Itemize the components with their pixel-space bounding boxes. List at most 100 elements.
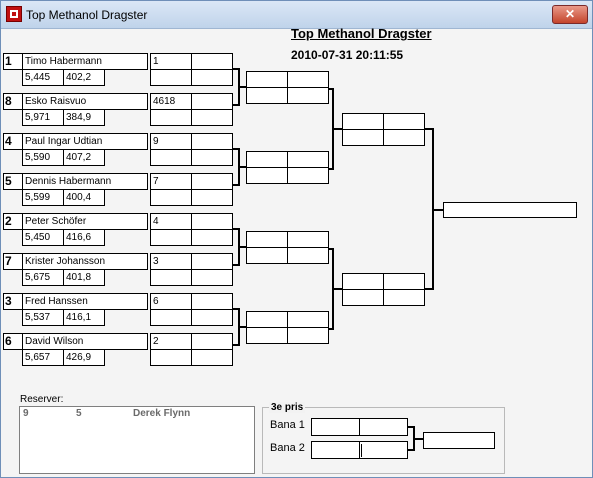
time-input-b[interactable] <box>191 309 233 326</box>
time-input-b[interactable] <box>191 189 233 206</box>
semifinal-box[interactable] <box>342 273 384 290</box>
lane-input-b[interactable] <box>150 229 192 246</box>
third-lane2-a[interactable] <box>311 441 360 459</box>
lane-input[interactable]: 4618 <box>150 93 192 110</box>
round2-box[interactable] <box>246 311 288 328</box>
lane-input[interactable]: 7 <box>150 173 192 190</box>
lane-input-b[interactable] <box>150 149 192 166</box>
racer-et-field[interactable]: 5,445 <box>22 69 64 86</box>
racer-speed-field[interactable]: 400,4 <box>63 189 105 206</box>
time-input[interactable] <box>191 253 233 270</box>
semifinal-box[interactable] <box>383 129 425 146</box>
time-input-b[interactable] <box>191 349 233 366</box>
time-input-b[interactable] <box>191 269 233 286</box>
lane-input[interactable]: 4 <box>150 213 192 230</box>
round2-box[interactable] <box>287 311 329 328</box>
racer-et-field[interactable]: 5,590 <box>22 149 64 166</box>
third-lane2-b[interactable] <box>359 441 408 459</box>
time-input-b[interactable] <box>191 229 233 246</box>
round2-box[interactable] <box>246 71 288 88</box>
close-button[interactable]: ✕ <box>552 5 588 24</box>
round2-box[interactable] <box>287 87 329 104</box>
racer-name-field[interactable]: Dennis Habermann <box>22 173 148 190</box>
lane-input-b[interactable] <box>150 309 192 326</box>
round2-box[interactable] <box>246 87 288 104</box>
round2-box[interactable] <box>287 151 329 168</box>
time-input[interactable] <box>191 53 233 70</box>
racer-et-field[interactable]: 5,599 <box>22 189 64 206</box>
seed-number: 4 <box>3 133 23 150</box>
title-bar[interactable]: Top Methanol Dragster ✕ <box>1 1 592 29</box>
seed-number: 6 <box>3 333 23 350</box>
round2-box[interactable] <box>246 151 288 168</box>
racer-speed-field[interactable]: 416,6 <box>63 229 105 246</box>
racer-name-field[interactable]: Peter Schöfer <box>22 213 148 230</box>
round2-box[interactable] <box>287 71 329 88</box>
semifinal-box[interactable] <box>383 273 425 290</box>
reserves-label: Reserver: <box>20 394 64 405</box>
round2-box[interactable] <box>287 167 329 184</box>
final-winner-field[interactable] <box>443 202 577 218</box>
lane-input-b[interactable] <box>150 109 192 126</box>
racer-speed-field[interactable]: 407,2 <box>63 149 105 166</box>
racer-name-field[interactable]: Timo Habermann <box>22 53 148 70</box>
reserve-lane: 5 <box>76 408 82 419</box>
round2-box[interactable] <box>287 231 329 248</box>
lane-input-b[interactable] <box>150 189 192 206</box>
racer-name-field[interactable]: David Wilson <box>22 333 148 350</box>
app-flag-icon[interactable] <box>6 6 22 22</box>
racer-et-field[interactable]: 5,657 <box>22 349 64 366</box>
connector <box>425 128 433 130</box>
semifinal-box[interactable] <box>342 289 384 306</box>
time-input[interactable] <box>191 93 233 110</box>
semifinal-box[interactable] <box>342 113 384 130</box>
third-place-legend: 3e pris <box>269 402 306 413</box>
racer-speed-field[interactable]: 416,1 <box>63 309 105 326</box>
racer-name-field[interactable]: Krister Johansson <box>22 253 148 270</box>
racer-name-field[interactable]: Esko Raisvuo <box>22 93 148 110</box>
racer-speed-field[interactable]: 426,9 <box>63 349 105 366</box>
racer-et-field[interactable]: 5,675 <box>22 269 64 286</box>
connector <box>408 449 414 451</box>
racer-name-field[interactable]: Paul Ingar Udtian <box>22 133 148 150</box>
lane-input[interactable]: 9 <box>150 133 192 150</box>
semifinal-box[interactable] <box>342 129 384 146</box>
round2-box[interactable] <box>287 247 329 264</box>
racer-speed-field[interactable]: 384,9 <box>63 109 105 126</box>
round2-box[interactable] <box>246 327 288 344</box>
racer-et-field[interactable]: 5,450 <box>22 229 64 246</box>
lane-input[interactable]: 6 <box>150 293 192 310</box>
round2-box[interactable] <box>287 327 329 344</box>
third-lane1-b[interactable] <box>359 418 408 436</box>
racer-speed-field[interactable]: 402,2 <box>63 69 105 86</box>
racer-et-field[interactable]: 5,971 <box>22 109 64 126</box>
racer-name-field[interactable]: Fred Hanssen <box>22 293 148 310</box>
time-input-b[interactable] <box>191 109 233 126</box>
connector <box>238 246 246 248</box>
lane-input[interactable]: 1 <box>150 53 192 70</box>
connector <box>329 248 334 250</box>
connector <box>233 344 240 346</box>
lane-input-b[interactable] <box>150 269 192 286</box>
round2-box[interactable] <box>246 167 288 184</box>
lane-input[interactable]: 2 <box>150 333 192 350</box>
lane-input-b[interactable] <box>150 69 192 86</box>
reserves-list[interactable] <box>19 406 255 474</box>
lane-input-b[interactable] <box>150 349 192 366</box>
lane-input[interactable]: 3 <box>150 253 192 270</box>
third-lane1-a[interactable] <box>311 418 360 436</box>
third-winner-field[interactable] <box>423 432 495 449</box>
racer-speed-field[interactable]: 401,8 <box>63 269 105 286</box>
round2-box[interactable] <box>246 231 288 248</box>
time-input[interactable] <box>191 333 233 350</box>
time-input-b[interactable] <box>191 69 233 86</box>
racer-et-field[interactable]: 5,537 <box>22 309 64 326</box>
round2-box[interactable] <box>246 247 288 264</box>
time-input[interactable] <box>191 173 233 190</box>
time-input[interactable] <box>191 213 233 230</box>
time-input[interactable] <box>191 293 233 310</box>
time-input-b[interactable] <box>191 149 233 166</box>
semifinal-box[interactable] <box>383 113 425 130</box>
semifinal-box[interactable] <box>383 289 425 306</box>
time-input[interactable] <box>191 133 233 150</box>
